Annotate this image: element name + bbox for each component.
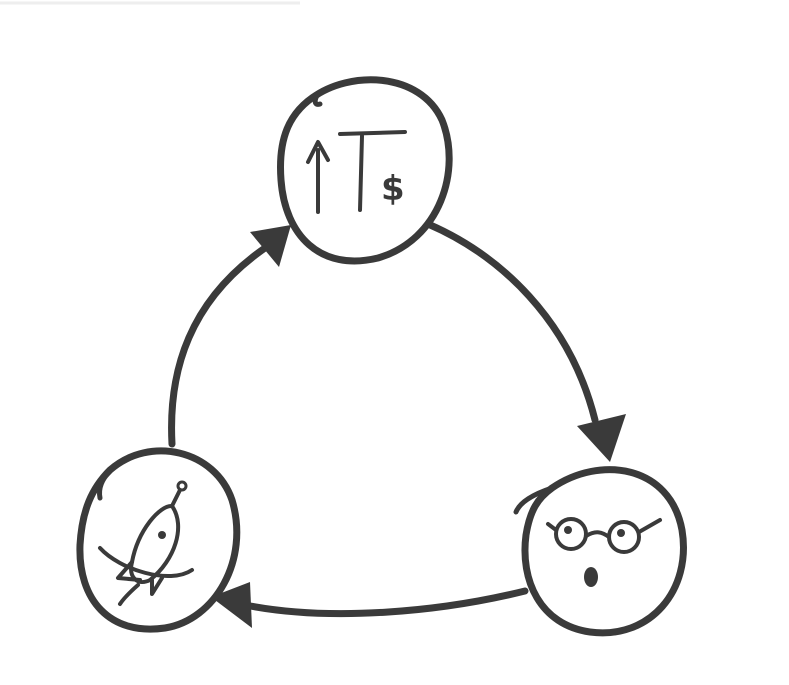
edge-top-to-right (424, 220, 626, 462)
edge-right-to-left (211, 582, 529, 628)
dollar-sign: $ (381, 169, 405, 209)
surprised-mouth (584, 567, 598, 587)
node-left (76, 447, 241, 633)
arrowhead-down-icon (577, 414, 626, 462)
up-arrow-T-dollar-icon: $ (306, 130, 407, 214)
surprised-face-with-glasses-icon (546, 517, 662, 587)
node-top: $ (277, 76, 453, 265)
arrowhead-up-right-icon (250, 225, 291, 267)
edge-left-to-top (168, 225, 291, 448)
right-lens (607, 520, 641, 554)
node-right (513, 466, 687, 637)
left-lens (554, 517, 588, 551)
rocket-icon (98, 480, 194, 606)
